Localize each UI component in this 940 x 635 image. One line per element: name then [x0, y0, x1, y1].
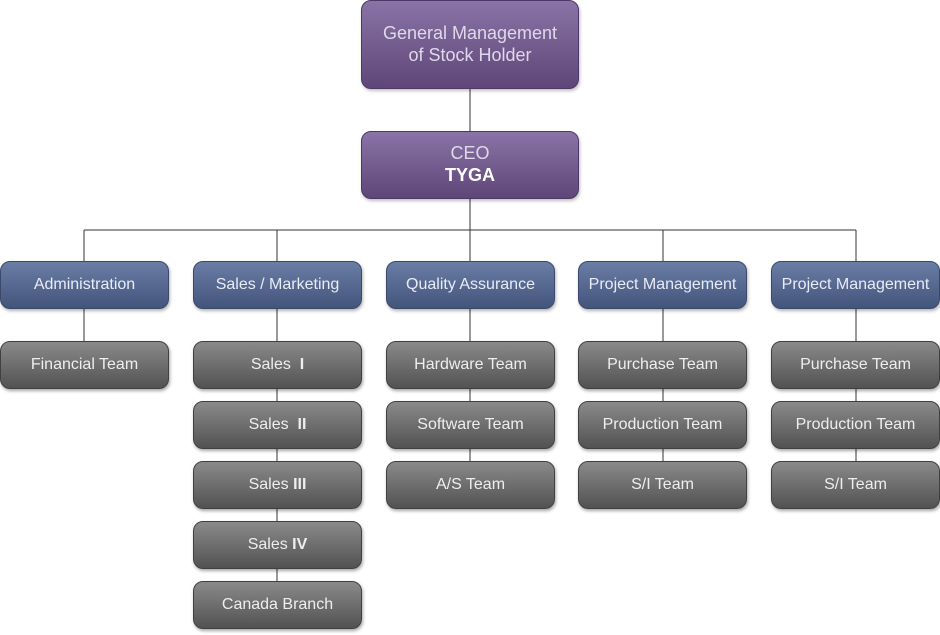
team-label: S/I Team — [824, 476, 887, 494]
team-as: A/S Team — [386, 461, 555, 509]
team-label: S/I Team — [631, 476, 694, 494]
team-label: Purchase Team — [800, 356, 911, 374]
dept-label: Sales / Marketing — [215, 276, 340, 294]
dept-administration: Administration — [0, 261, 169, 309]
team-label: Sales — [250, 356, 291, 374]
team-label: Production Team — [795, 416, 916, 434]
team-software: Software Team — [386, 401, 555, 449]
ceo-title: CEO — [450, 143, 490, 164]
team-canada-branch: Canada Branch — [193, 581, 362, 629]
team-label: Production Team — [602, 416, 723, 434]
stockholder-line-1: General Management — [382, 22, 558, 43]
dept-label: Administration — [33, 276, 136, 294]
team-hardware: Hardware Team — [386, 341, 555, 389]
team-label: Sales — [248, 476, 289, 494]
stockholder-box: General Management of Stock Holder — [361, 0, 579, 89]
team-label: A/S Team — [435, 476, 506, 494]
team-sales-1: Sales I — [193, 341, 362, 389]
team-production: Production Team — [771, 401, 940, 449]
team-sales-3: Sales III — [193, 461, 362, 509]
dept-label: Project Management — [781, 276, 930, 294]
team-label: Sales — [248, 416, 289, 434]
team-label: Software Team — [417, 416, 524, 434]
team-label: Purchase Team — [607, 356, 718, 374]
ceo-name: TYGA — [444, 165, 495, 185]
dept-label: Quality Assurance — [406, 276, 535, 294]
dept-label: Project Management — [588, 276, 737, 294]
sales-numeral: II — [297, 416, 307, 434]
team-sales-4: Sales IV — [193, 521, 362, 569]
team-si: S/I Team — [771, 461, 940, 509]
team-financial: Financial Team — [0, 341, 169, 389]
team-sales-2: Sales II — [193, 401, 362, 449]
sales-numeral: III — [293, 476, 307, 494]
dept-project-management-1: Project Management — [578, 261, 747, 309]
team-label: Hardware Team — [414, 356, 527, 374]
team-label: Sales — [247, 536, 288, 554]
team-label: Canada Branch — [221, 596, 334, 614]
stockholder-line-2: of Stock Holder — [408, 44, 532, 65]
ceo-box: CEO TYGA — [361, 131, 579, 199]
team-purchase: Purchase Team — [771, 341, 940, 389]
dept-quality-assurance: Quality Assurance — [386, 261, 555, 309]
team-production: Production Team — [578, 401, 747, 449]
dept-sales-marketing: Sales / Marketing — [193, 261, 362, 309]
team-label: Financial Team — [30, 356, 139, 374]
team-purchase: Purchase Team — [578, 341, 747, 389]
team-si: S/I Team — [578, 461, 747, 509]
sales-numeral: IV — [292, 536, 308, 554]
sales-numeral: I — [299, 356, 305, 374]
dept-project-management-2: Project Management — [771, 261, 940, 309]
